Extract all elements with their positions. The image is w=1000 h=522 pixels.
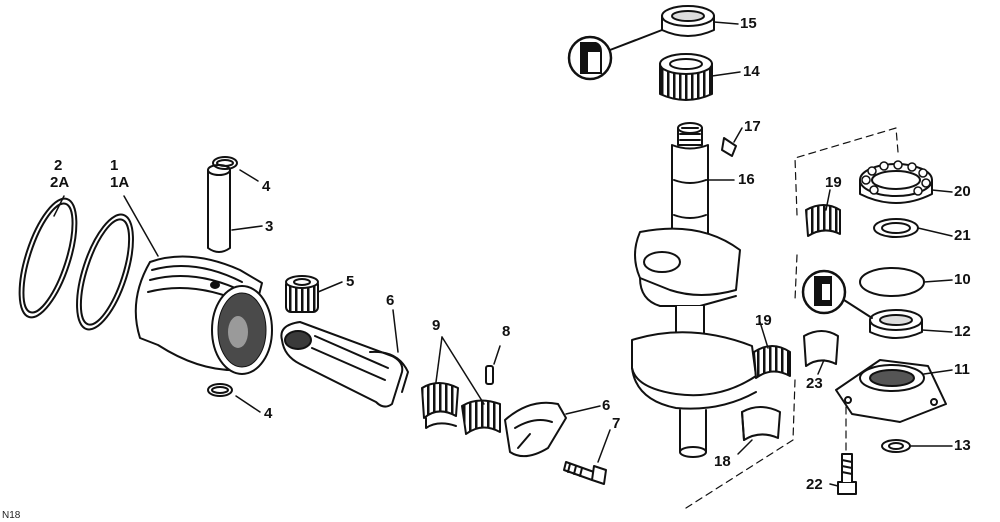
bearing-sleeve-18 [741, 406, 781, 441]
callout-3: 3 [265, 218, 274, 235]
callout-11: 11 [954, 361, 970, 378]
retaining-ring-21 [873, 218, 919, 238]
piston-1 [134, 255, 273, 375]
oil-seal-15 [661, 5, 715, 37]
crankshaft-16 [631, 122, 757, 458]
callout-1a: 1A [110, 174, 130, 191]
callout-22: 22 [806, 476, 823, 493]
rod-bolt-7 [563, 461, 607, 485]
washer-13 [881, 439, 911, 453]
callout-16: 16 [738, 171, 755, 188]
bearing-housing-11 [835, 359, 947, 423]
callout-5: 5 [346, 273, 355, 290]
seal-12 [869, 309, 923, 339]
callout-15: 15 [740, 15, 757, 32]
ball-bearing-20 [859, 160, 933, 204]
callout-1: 1 [110, 157, 119, 174]
bearing-liner-23 [803, 330, 839, 367]
callout-13: 13 [954, 437, 971, 454]
callout-18: 18 [714, 453, 731, 470]
bearing-half-19-lower [753, 345, 791, 379]
screw-22 [837, 453, 857, 495]
figure-code: N18 [2, 510, 21, 521]
bearing-half-9-left [421, 382, 459, 429]
callout-6-cap: 6 [602, 397, 611, 414]
rod-cap-6 [504, 401, 567, 458]
callout-17: 17 [744, 118, 761, 135]
retaining-ring-4-top [212, 156, 238, 170]
bearing-half-9-right [461, 399, 501, 435]
callout-10: 10 [954, 271, 971, 288]
callout-8: 8 [502, 323, 511, 340]
retaining-ring-4-bottom [207, 383, 233, 397]
detail-inset-seal-15 [567, 29, 663, 81]
piston-ring-2a [76, 213, 134, 331]
callout-19-lower: 19 [755, 312, 772, 329]
bearing-half-19-top [805, 204, 841, 237]
callout-12: 12 [954, 323, 971, 340]
callout-6-rod: 6 [386, 292, 395, 309]
callout-4-bottom: 4 [264, 405, 273, 422]
callout-23: 23 [806, 375, 823, 392]
callout-14: 14 [743, 63, 760, 80]
callout-7: 7 [612, 415, 621, 432]
piston-ring-2 [18, 197, 78, 319]
detail-inset-seal-12 [801, 269, 873, 319]
needle-bearing-5 [285, 275, 319, 313]
wrist-pin-3 [207, 164, 231, 253]
callout-9: 9 [432, 317, 441, 334]
callout-19-top: 19 [825, 174, 842, 191]
dowel-pin-8 [485, 365, 494, 385]
leader-lines [53, 21, 953, 487]
assembly-guide-lines [685, 127, 899, 509]
callout-20: 20 [954, 183, 971, 200]
o-ring-10 [859, 267, 925, 297]
connecting-rod-6 [280, 321, 409, 408]
needle-bearing-14 [659, 53, 713, 101]
woodruff-key-17 [721, 137, 737, 157]
callout-2: 2 [54, 157, 63, 174]
callout-2a: 2A [50, 174, 70, 191]
callout-4-top: 4 [262, 178, 271, 195]
callout-21: 21 [954, 227, 971, 244]
